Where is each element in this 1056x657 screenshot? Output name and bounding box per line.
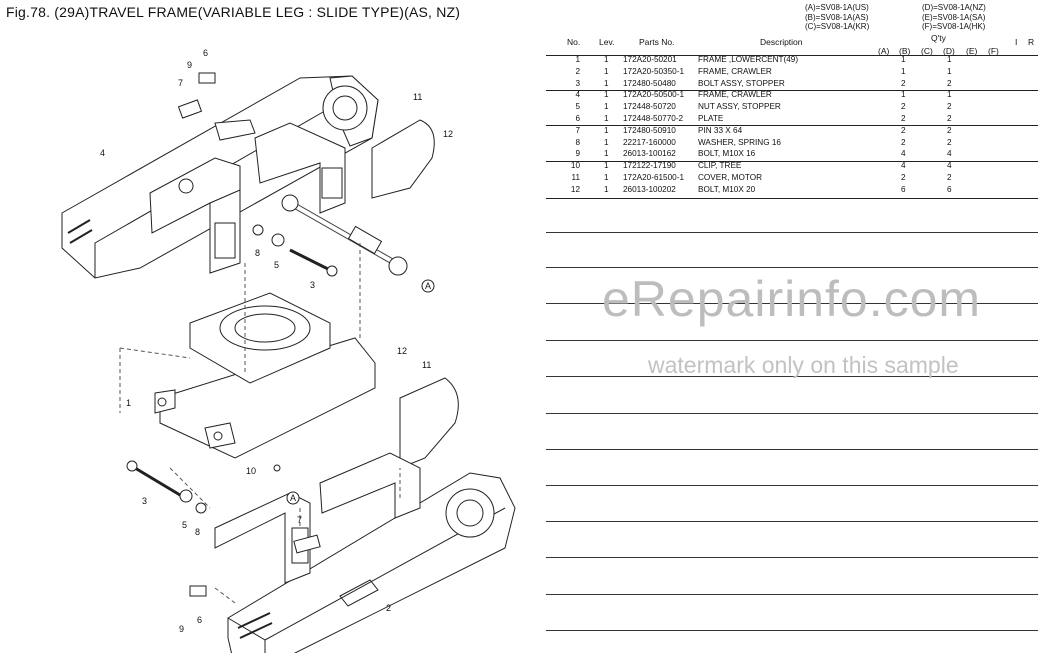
model-code: (F)=SV08-1A(HK)	[922, 22, 986, 31]
watermark-sub: watermark only on this sample	[648, 352, 959, 378]
model-code: (D)=SV08-1A(NZ)	[922, 3, 986, 12]
blank-rule	[546, 232, 1038, 233]
callout-number: 12	[397, 346, 407, 356]
callout-number: 9	[179, 624, 184, 634]
blank-rule	[546, 594, 1038, 595]
lower-center-frame	[154, 292, 376, 459]
callout-number: 11	[413, 92, 422, 102]
blank-rule	[546, 376, 1038, 377]
reference-circle	[286, 491, 300, 505]
blank-rule	[546, 413, 1038, 414]
callout-number: 1	[126, 398, 131, 408]
callout-number: 2	[386, 603, 391, 613]
callout-number: 12	[443, 129, 453, 139]
motor-cover	[399, 377, 459, 469]
header-i: I	[1015, 37, 1018, 47]
table-group-rule	[546, 161, 1038, 162]
header-parts-no: Parts No.	[639, 37, 675, 47]
callout-letter: A	[290, 493, 296, 503]
model-code: (C)=SV08-1A(KR)	[805, 22, 870, 31]
assembly-guides	[119, 243, 401, 604]
header-qty: Q'ty	[931, 33, 946, 43]
header-no: No.	[567, 37, 581, 47]
header-col-c: (C)	[921, 46, 933, 56]
header-col-b: (B)	[899, 46, 911, 56]
model-code: (A)=SV08-1A(US)	[805, 3, 869, 12]
figure-title: Fig.78. (29A)TRAVEL FRAME(VARIABLE LEG :…	[6, 4, 461, 20]
blank-rule	[546, 303, 1038, 304]
model-code: (E)=SV08-1A(SA)	[922, 12, 986, 22]
header-col-f: (F)	[988, 46, 999, 56]
blank-rule	[546, 340, 1038, 341]
callout-number: 6	[197, 615, 202, 625]
header-r: R	[1028, 37, 1035, 47]
crawler-frame-lower	[227, 472, 516, 653]
table-group-rule	[546, 90, 1038, 91]
header-col-a: (A)	[878, 46, 890, 56]
callout-number: 8	[255, 248, 260, 258]
header-col-d: (D)	[943, 46, 955, 56]
callout-number: 9	[187, 60, 192, 70]
callout-letter: A	[425, 281, 431, 291]
header-description: Description	[760, 37, 803, 47]
stopper-hardware-lower	[126, 460, 321, 597]
callout-number: 7	[297, 515, 302, 525]
model-legend-left: (A)=SV08-1A(US) (B)=SV08-1A(AS) (C)=SV08…	[805, 3, 869, 32]
callout-number: 11	[422, 360, 431, 370]
table-group-rule	[546, 198, 1038, 199]
stopper-hardware-upper	[177, 72, 338, 277]
blank-rule	[546, 267, 1038, 268]
table-header-rule	[546, 55, 1038, 56]
callout-number: 8	[195, 527, 200, 537]
motor-cover	[371, 119, 435, 199]
cross-tubes	[149, 122, 346, 274]
blank-rule	[546, 521, 1038, 522]
callout-number: 3	[310, 280, 315, 290]
callout-number: 7	[178, 78, 183, 88]
callout-labels: 6 7 9 4 11 12 8 5 3 1 12 11 10 3 5 8 7 2…	[100, 48, 453, 634]
callout-number: 3	[142, 496, 147, 506]
model-code: (B)=SV08-1A(AS)	[805, 12, 869, 22]
callout-number: 10	[246, 466, 256, 476]
callout-number: 5	[182, 520, 187, 530]
watermark-main: eRepairinfo.com	[602, 271, 982, 327]
hydraulic-cylinder	[281, 194, 408, 276]
header-lev: Lev.	[599, 37, 615, 47]
blank-rule	[546, 630, 1038, 631]
callout-number: 4	[100, 148, 105, 158]
header-col-e: (E)	[966, 46, 978, 56]
exploded-parts-diagram: 6 7 9 4 11 12 8 5 3 1 12 11 10 3 5 8 7 2…	[61, 48, 516, 653]
model-legend-right: (D)=SV08-1A(NZ) (E)=SV08-1A(SA) (F)=SV08…	[922, 3, 986, 32]
blank-rule	[546, 449, 1038, 450]
callout-number: 5	[274, 260, 279, 270]
reference-circle	[421, 279, 435, 293]
callout-number: 6	[203, 48, 208, 58]
table-group-rule	[546, 125, 1038, 126]
blank-rule	[546, 485, 1038, 486]
blank-rule	[546, 557, 1038, 558]
